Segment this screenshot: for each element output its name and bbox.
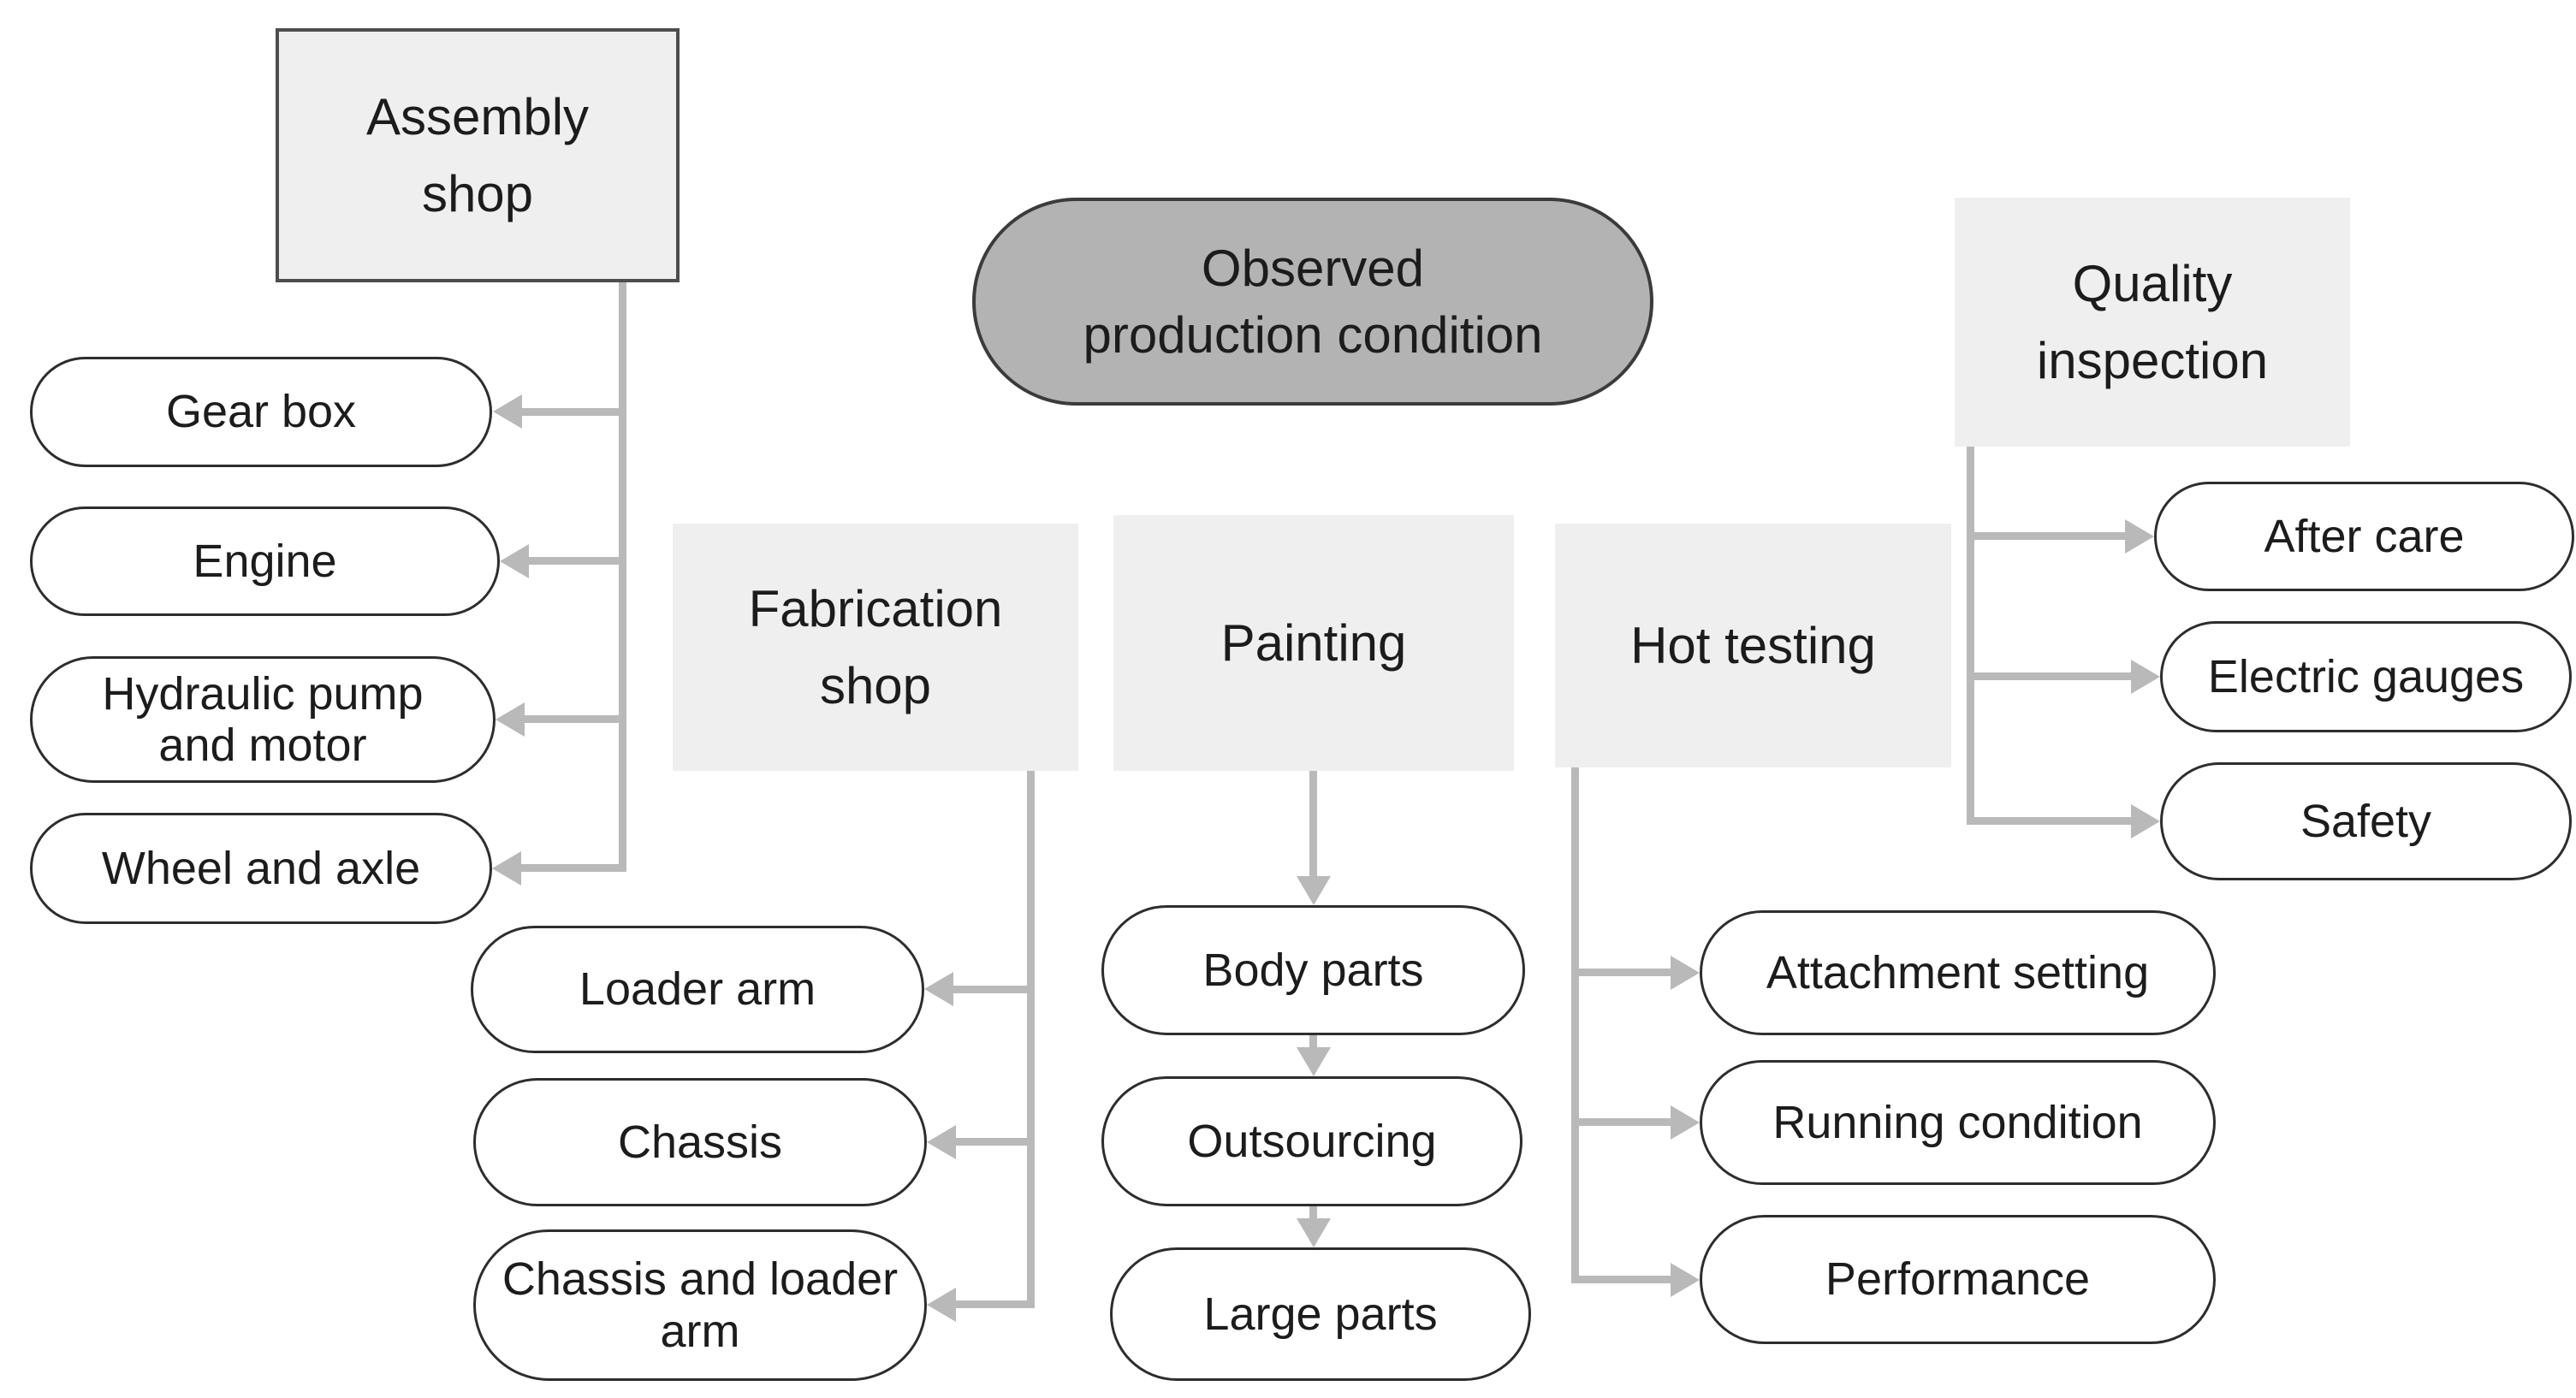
assembly-stub-wheel [521,864,626,872]
arrow-chassis-loader [927,1288,956,1322]
quality-stub-after-care [1970,532,2125,540]
fabrication-stub-chassis-loader [956,1300,1035,1308]
hot-stub-attachment [1575,969,1671,976]
fabrication-stub-chassis [956,1138,1030,1146]
quality-inspection-header: Quality inspection [1955,198,2350,447]
arrow-chassis [927,1125,956,1159]
arrow-performance [1671,1263,1700,1297]
arrow-wheel [492,851,521,886]
hot-stub-running [1575,1118,1671,1126]
hydraulic-pump-and-motor-node: Hydraulic pump and motor [30,656,496,783]
arrow-gear-box [493,394,522,429]
arrow-electric-gauges [2131,660,2160,694]
observed-production-condition-node: Observed production condition [972,198,1653,406]
fabrication-shop-header: Fabrication shop [673,524,1078,771]
arrow-safety [2131,804,2160,838]
chassis-and-loader-arm-node: Chassis and loader arm [473,1229,927,1381]
engine-node: Engine [30,506,500,616]
arrow-engine [500,544,529,578]
body-parts-node: Body parts [1101,905,1525,1035]
performance-node: Performance [1700,1215,2216,1344]
electric-gauges-node: Electric gauges [2160,621,2572,732]
assembly-shop-header: Assembly shop [276,28,680,282]
fabrication-stub-loader-arm [953,986,1030,993]
arrow-large-parts [1297,1218,1331,1247]
hot-testing-connector-line [1571,767,1579,1283]
quality-stub-safety [1967,817,2131,825]
assembly-connector-line [619,282,626,872]
wheel-and-axle-node: Wheel and axle [30,813,492,924]
assembly-stub-gear-box [522,408,623,416]
chassis-node: Chassis [473,1078,927,1206]
quality-connector-line [1967,447,1974,825]
safety-node: Safety [2160,762,2572,880]
assembly-stub-engine [529,557,623,565]
arrow-after-care [2125,519,2154,554]
painting-arrow-line-1 [1309,771,1317,876]
large-parts-node: Large parts [1110,1247,1531,1381]
gear-box-node: Gear box [30,357,492,467]
painting-header: Painting [1113,515,1514,771]
painting-arrow-line-3 [1309,1206,1317,1218]
arrow-outsourcing [1297,1047,1331,1076]
hot-stub-performance [1571,1276,1671,1283]
outsourcing-node: Outsourcing [1101,1076,1522,1206]
hot-testing-header: Hot testing [1555,524,1951,767]
painting-arrow-line-2 [1309,1035,1317,1047]
arrow-loader-arm [924,972,953,1006]
arrow-attachment-setting [1671,956,1700,990]
arrow-running-condition [1671,1105,1700,1140]
after-care-node: After care [2154,482,2574,591]
fabrication-connector-line [1027,771,1035,1308]
assembly-stub-hydraulic [525,715,623,723]
quality-stub-electric [1970,672,2131,680]
loader-arm-node: Loader arm [471,926,924,1053]
arrow-body-parts [1297,876,1331,905]
arrow-hydraulic [496,702,525,737]
running-condition-node: Running condition [1700,1060,2216,1185]
attachment-setting-node: Attachment setting [1700,910,2216,1035]
